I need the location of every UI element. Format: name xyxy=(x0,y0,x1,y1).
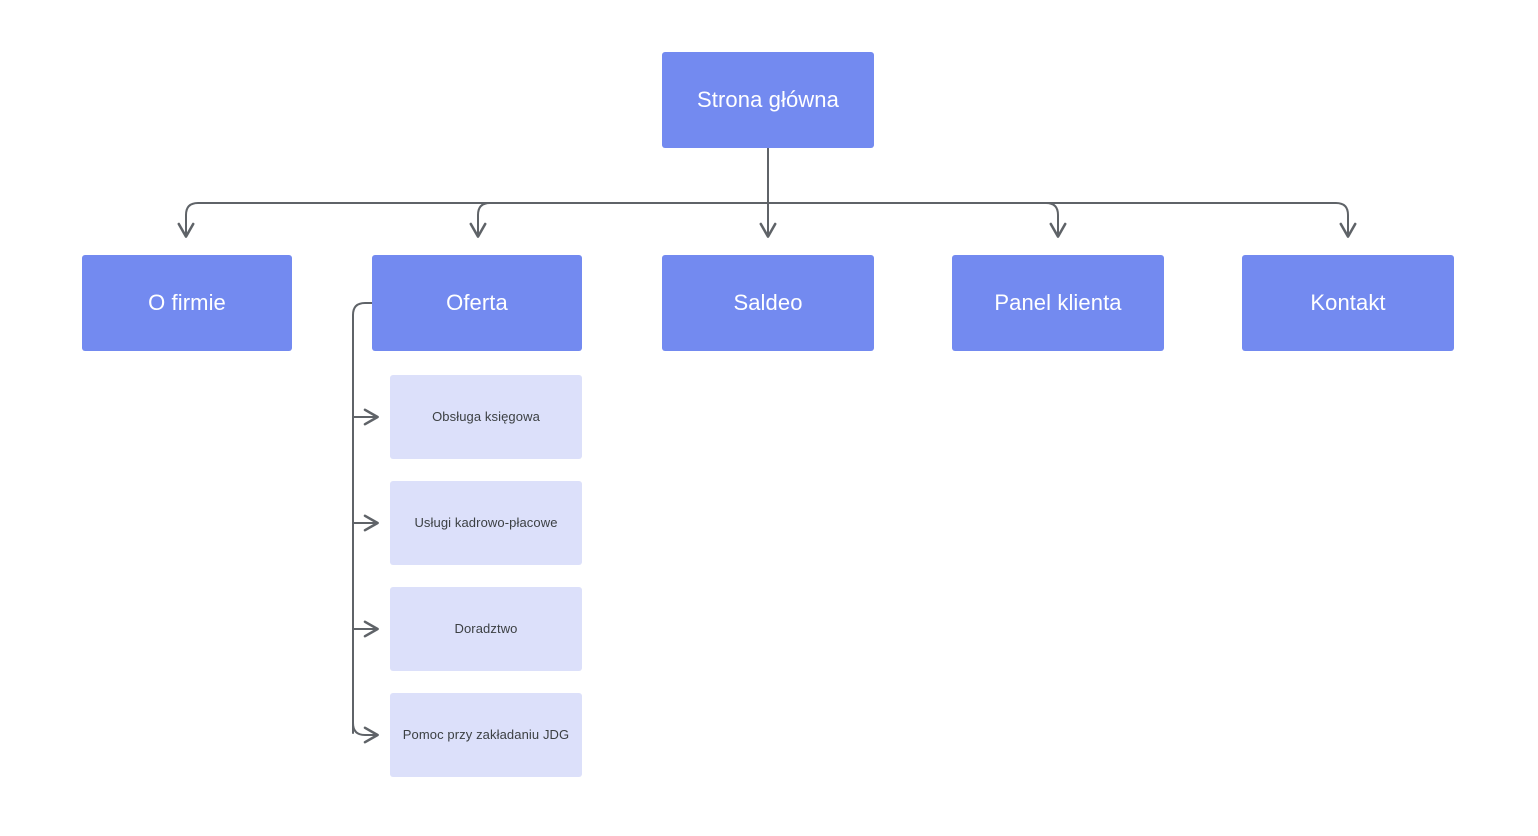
node-label: Saldeo xyxy=(733,290,803,316)
node-label: Strona główna xyxy=(697,87,839,113)
node-label: Doradztwo xyxy=(454,620,518,636)
node-pomoc-jdg[interactable]: Pomoc przy zakładaniu JDG xyxy=(390,693,582,777)
node-label: Obsługa księgowa xyxy=(432,408,540,424)
node-oferta[interactable]: Oferta xyxy=(372,255,582,351)
node-uslugi-kadrowo-placowe[interactable]: Usługi kadrowo-płacowe xyxy=(390,481,582,565)
node-panel-klienta[interactable]: Panel klienta xyxy=(952,255,1164,351)
node-strona-glowna[interactable]: Strona główna xyxy=(662,52,874,148)
edge-bus-kontakt xyxy=(767,202,1357,238)
node-label: Panel klienta xyxy=(994,290,1122,316)
node-obsluga-ksiegowa[interactable]: Obsługa księgowa xyxy=(390,375,582,459)
node-saldeo[interactable]: Saldeo xyxy=(662,255,874,351)
edge-bus-oferta xyxy=(469,202,769,238)
node-label: Oferta xyxy=(446,290,508,316)
node-label: Usługi kadrowo-płacowe xyxy=(414,514,558,530)
node-kontakt[interactable]: Kontakt xyxy=(1242,255,1454,351)
node-label: Kontakt xyxy=(1310,290,1386,316)
edge-bus-left xyxy=(177,202,769,238)
edge-oferta-child-4 xyxy=(352,722,379,744)
node-doradztwo[interactable]: Doradztwo xyxy=(390,587,582,671)
node-label: Pomoc przy zakładaniu JDG xyxy=(402,726,570,742)
node-label: O firmie xyxy=(148,290,226,316)
node-o-firmie[interactable]: O firmie xyxy=(82,255,292,351)
edge-oferta-trunk xyxy=(352,302,373,734)
edge-bus-panel xyxy=(767,202,1067,238)
